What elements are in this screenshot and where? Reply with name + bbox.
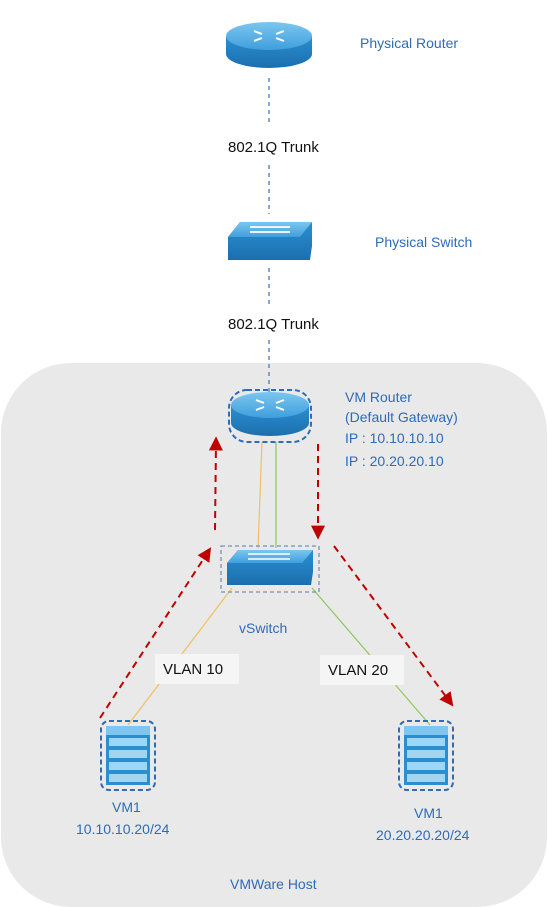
vm-router-ip2: IP : 20.20.20.10 <box>345 453 444 469</box>
physical-switch-icon <box>228 222 312 260</box>
vm-router-ip1: IP : 10.10.10.10 <box>345 430 444 446</box>
vm-left-ip: 10.10.10.20/24 <box>76 821 170 837</box>
vm-router-icon <box>228 389 312 443</box>
physical-router-icon <box>226 22 312 68</box>
physical-switch-label: Physical Switch <box>375 234 472 250</box>
vm-router-role: (Default Gateway) <box>345 409 458 425</box>
vlan20-label: VLAN 20 <box>328 662 388 679</box>
vlan10-label: VLAN 10 <box>163 661 223 678</box>
vmware-host-label: VMWare Host <box>230 876 317 892</box>
vm-right-name: VM1 <box>414 805 443 821</box>
vswitch-icon <box>220 545 320 593</box>
vlan10-label-box <box>155 654 239 684</box>
trunk-label-top: 802.1Q Trunk <box>228 139 319 156</box>
vm-left-server-icon <box>100 720 156 791</box>
vlan20-label-box <box>320 655 404 685</box>
vm-router-label: VM Router <box>345 389 412 405</box>
trunk-label-bottom: 802.1Q Trunk <box>228 316 319 333</box>
traffic-flow-arrows <box>99 436 454 719</box>
vm-right-ip: 20.20.20.20/24 <box>376 827 470 843</box>
vm-left-name: VM1 <box>112 799 141 815</box>
physical-router-label: Physical Router <box>360 35 458 51</box>
vm-right-server-icon <box>398 720 454 791</box>
vswitch-label: vSwitch <box>239 620 287 636</box>
